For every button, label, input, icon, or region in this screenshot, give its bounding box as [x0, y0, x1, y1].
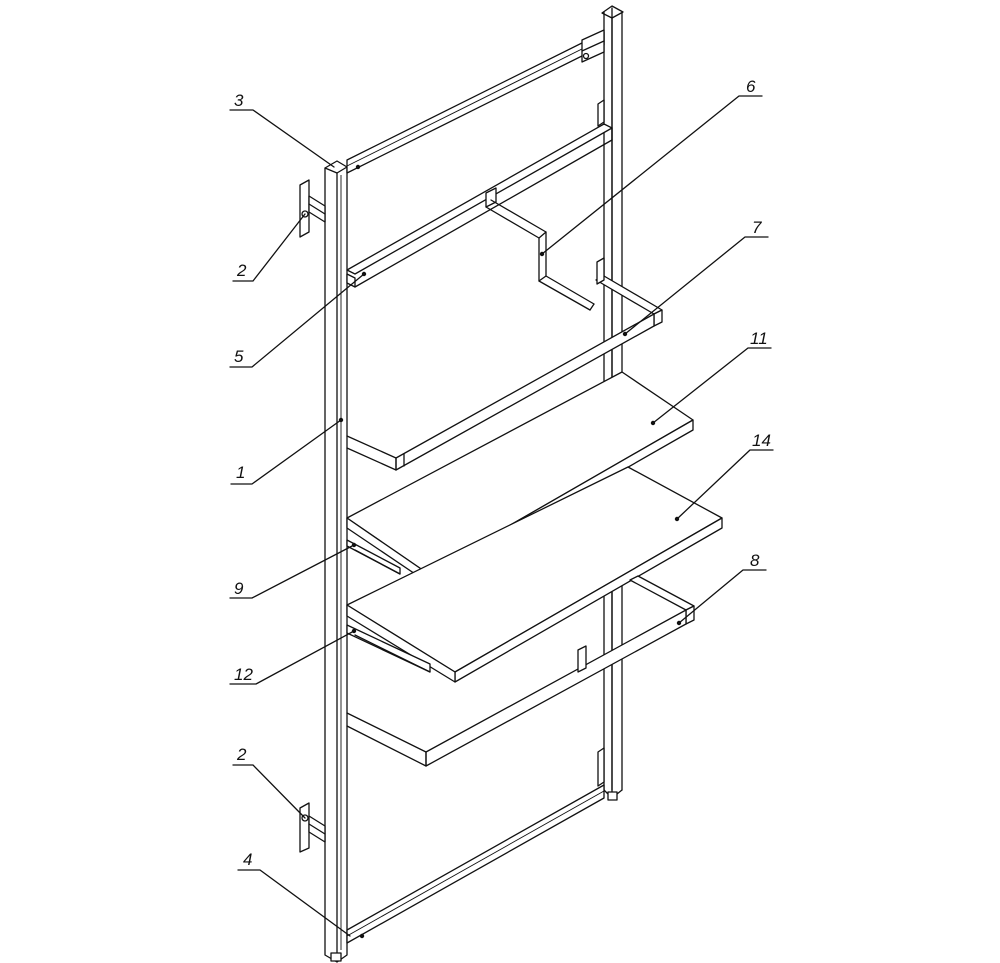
wall-bracket-upper: [299, 179, 326, 238]
wall-bracket-rear-top: [581, 29, 605, 63]
wall-bracket-lower: [299, 802, 326, 853]
callout-1: 1: [230, 419, 342, 485]
callout-5: 5: [229, 273, 365, 368]
front-upright: [324, 160, 348, 963]
callout-4: 4: [237, 850, 351, 937]
rear-upright-tabs: [596, 99, 605, 787]
callout-9: 9: [229, 544, 355, 599]
shelf-support-upper: [346, 539, 401, 575]
callouts: 3 6 7 2 5 11 1 14: [229, 77, 774, 937]
svg-text:11: 11: [750, 329, 768, 348]
callout-12: 12: [229, 630, 355, 685]
svg-text:8: 8: [750, 551, 760, 570]
garment-rail-upper: [346, 275, 663, 471]
callout-7: 7: [624, 218, 769, 335]
bottom-crossbar: [346, 784, 605, 944]
frame: [324, 5, 624, 963]
svg-text:3: 3: [234, 91, 244, 110]
garment-rail-lower: [346, 575, 695, 767]
svg-text:2: 2: [236, 261, 247, 280]
callout-2-upper: 2: [232, 213, 306, 282]
svg-text:5: 5: [234, 347, 244, 366]
svg-text:12: 12: [234, 665, 253, 684]
svg-text:6: 6: [746, 77, 756, 96]
svg-text:14: 14: [752, 431, 771, 450]
svg-text:9: 9: [234, 579, 244, 598]
callout-6: 6: [541, 77, 763, 255]
callout-11: 11: [652, 329, 772, 424]
callout-8: 8: [678, 551, 767, 624]
svg-text:4: 4: [243, 850, 252, 869]
hanger-bracket: [485, 187, 595, 311]
shelf-frame-upper: [346, 123, 613, 288]
svg-text:2: 2: [236, 745, 247, 764]
svg-text:7: 7: [752, 218, 762, 237]
callout-14: 14: [676, 431, 774, 520]
callout-3: 3: [229, 91, 335, 168]
callout-2-lower: 2: [232, 745, 306, 819]
svg-text:1: 1: [236, 463, 245, 482]
